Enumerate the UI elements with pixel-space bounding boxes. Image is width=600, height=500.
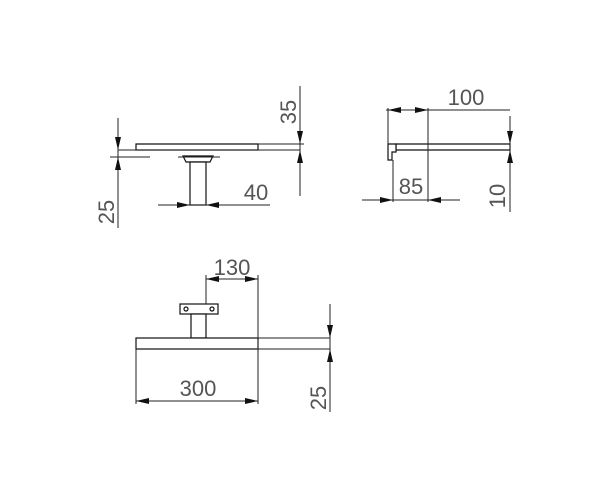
arrow-right [380,197,393,203]
arrow-down [507,131,513,144]
front-view-dim-25: 25 [306,386,331,410]
arrow-right [245,398,258,404]
arrow-up [297,150,303,163]
front-view-bar [135,337,259,350]
top-view-dim-35: 35 [276,100,301,124]
side-view-dim-100: 100 [448,85,485,110]
front-view: 130 300 25 [135,255,333,412]
arrow-left [428,197,441,203]
side-view-mount [387,143,397,161]
arrow-up [327,349,333,362]
front-view-post [190,313,207,339]
front-view-screw-hole-left [183,306,189,312]
arrow-up [507,150,513,163]
arrow-up [115,157,121,170]
top-view-dim-40: 40 [244,180,268,205]
arrow-right [177,202,190,208]
side-view-dim-85: 85 [399,174,423,199]
arrow-down [115,137,121,150]
front-view-screw-hole-right [209,306,215,312]
side-view-dim-10: 10 [485,184,510,208]
front-view-dim-300: 300 [180,376,217,401]
top-view: 35 25 40 [94,86,304,228]
arrow-right [415,107,428,113]
arrow-down [327,325,333,338]
front-view-dim-130: 130 [214,255,251,280]
arrow-left [206,276,219,282]
top-view-dim-25: 25 [94,200,119,224]
top-view-post [189,161,207,206]
arrow-down [297,131,303,144]
top-view-bar [135,143,259,151]
side-view: 100 85 10 [362,85,513,212]
arrow-left [388,107,401,113]
side-view-arm [395,143,511,151]
arrow-left [206,202,219,208]
arrow-left [136,398,149,404]
arrow-right [245,276,258,282]
